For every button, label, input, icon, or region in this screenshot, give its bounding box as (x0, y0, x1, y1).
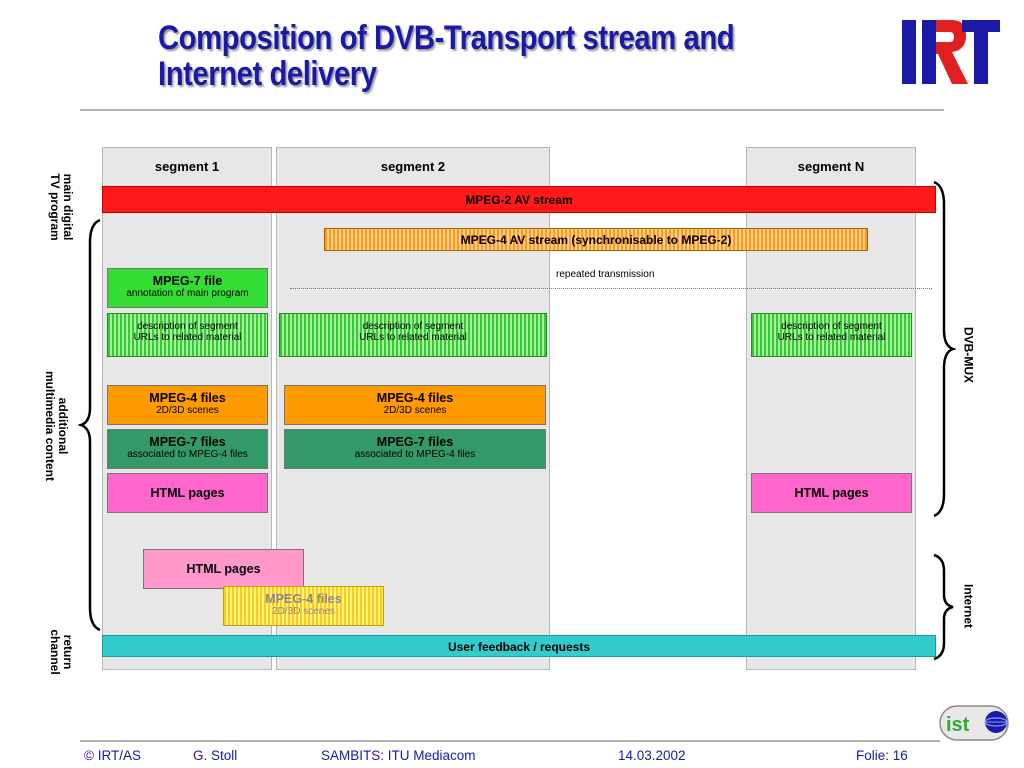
html-pages-label: HTML pages (794, 486, 869, 500)
footer-date: 14.03.2002 (618, 748, 686, 763)
mpeg4-files-subtitle: 2D/3D scenes (156, 405, 219, 416)
mpeg7-files-subtitle: associated to MPEG-4 files (354, 449, 476, 460)
label-return-line1: return (61, 634, 75, 670)
mpeg7-file-subtitle: annotation of main program (126, 288, 249, 299)
user-feedback-bar: User feedback / requests (102, 635, 936, 657)
mpeg7-files-box-seg2: MPEG-7 files associated to MPEG-4 files (284, 429, 546, 469)
html-pages-box-seg1: HTML pages (107, 473, 268, 513)
mpeg7-files-title: MPEG-7 files (376, 435, 454, 449)
footer-org: © IRT/AS (84, 748, 141, 763)
ist-logo-text: ist (946, 714, 970, 736)
mpeg2-av-stream-bar: MPEG-2 AV stream (102, 186, 936, 213)
description-line2: URLs to related material (359, 332, 467, 343)
slide-title: Composition of DVB-Transport stream and … (158, 20, 760, 92)
mpeg4-files-box-seg1: MPEG-4 files 2D/3D scenes (107, 385, 268, 425)
label-additional-multimedia-content: additional multimedia content (43, 370, 70, 482)
description-line1: description of segment (781, 321, 882, 332)
mpeg7-files-box-seg1: MPEG-7 files associated to MPEG-4 files (107, 429, 268, 469)
segment-1-header: segment 1 (154, 159, 220, 174)
description-line1: description of segment (362, 321, 464, 332)
description-line1: description of segment (137, 321, 238, 332)
description-line2: URLs to related material (777, 332, 886, 343)
mpeg4-files-title: MPEG-4 files (376, 391, 454, 405)
ist-logo: ist (939, 705, 1009, 741)
html-pages-label: HTML pages (150, 486, 225, 500)
mpeg4-files-subtitle: 2D/3D scenes (272, 606, 335, 617)
segment-n-column (746, 147, 916, 670)
footer-author: G. Stoll (193, 748, 238, 763)
internet-brace (933, 553, 954, 661)
mpeg4-av-stream-bar: MPEG-4 AV stream (synchronisable to MPEG… (324, 228, 868, 251)
slide-title-line1: Composition of DVB-Transport stream and (158, 19, 735, 57)
slide-title-line2: Internet delivery (158, 55, 377, 93)
mpeg7-files-subtitle: associated to MPEG-4 files (127, 449, 248, 460)
description-box-segn: description of segment URLs to related m… (751, 313, 912, 357)
mpeg4-files-subtitle: 2D/3D scenes (383, 405, 447, 416)
label-internet: Internet (961, 583, 976, 629)
html-pages-box-segn: HTML pages (751, 473, 912, 513)
label-additional-line1: additional (56, 397, 70, 455)
footer-divider (80, 740, 940, 742)
label-return-line2: channel (48, 629, 62, 675)
additional-content-brace (78, 218, 101, 632)
description-line2: URLs to related material (133, 332, 242, 343)
label-main-line2: TV program (48, 173, 62, 241)
dvb-mux-brace (933, 180, 956, 518)
html-pages-box-internet: HTML pages (143, 549, 304, 589)
segment-2-header: segment 2 (380, 159, 446, 174)
segment-n-header: segment N (797, 159, 865, 174)
mpeg7-file-box: MPEG-7 file annotation of main program (107, 268, 268, 308)
label-main-line1: main digital (61, 173, 75, 241)
description-box-seg2: description of segment URLs to related m… (279, 313, 547, 357)
mpeg4-files-title: MPEG-4 files (265, 592, 342, 606)
mpeg4-files-title: MPEG-4 files (149, 391, 226, 405)
mpeg7-files-title: MPEG-7 files (149, 435, 226, 449)
html-pages-label: HTML pages (186, 562, 261, 576)
title-divider (80, 109, 944, 111)
mpeg7-file-title: MPEG-7 file (152, 274, 223, 288)
label-main-digital-tv-program: main digital TV program (48, 173, 75, 241)
description-box-seg1: description of segment URLs to related m… (107, 313, 268, 357)
label-dvb-mux: DVB-MUX (961, 327, 976, 383)
label-additional-line2: multimedia content (43, 370, 57, 482)
footer-event: SAMBITS: ITU Mediacom (321, 748, 476, 763)
label-return-channel: return channel (48, 629, 75, 675)
irt-logo (902, 20, 1000, 84)
footer-folie: Folie: 16 (856, 748, 908, 763)
repeated-transmission-label: repeated transmission (556, 269, 655, 280)
repeated-transmission-line (290, 288, 932, 289)
mpeg4-files-box-seg2: MPEG-4 files 2D/3D scenes (284, 385, 546, 425)
mpeg4-files-box-internet: MPEG-4 files 2D/3D scenes (223, 586, 384, 626)
